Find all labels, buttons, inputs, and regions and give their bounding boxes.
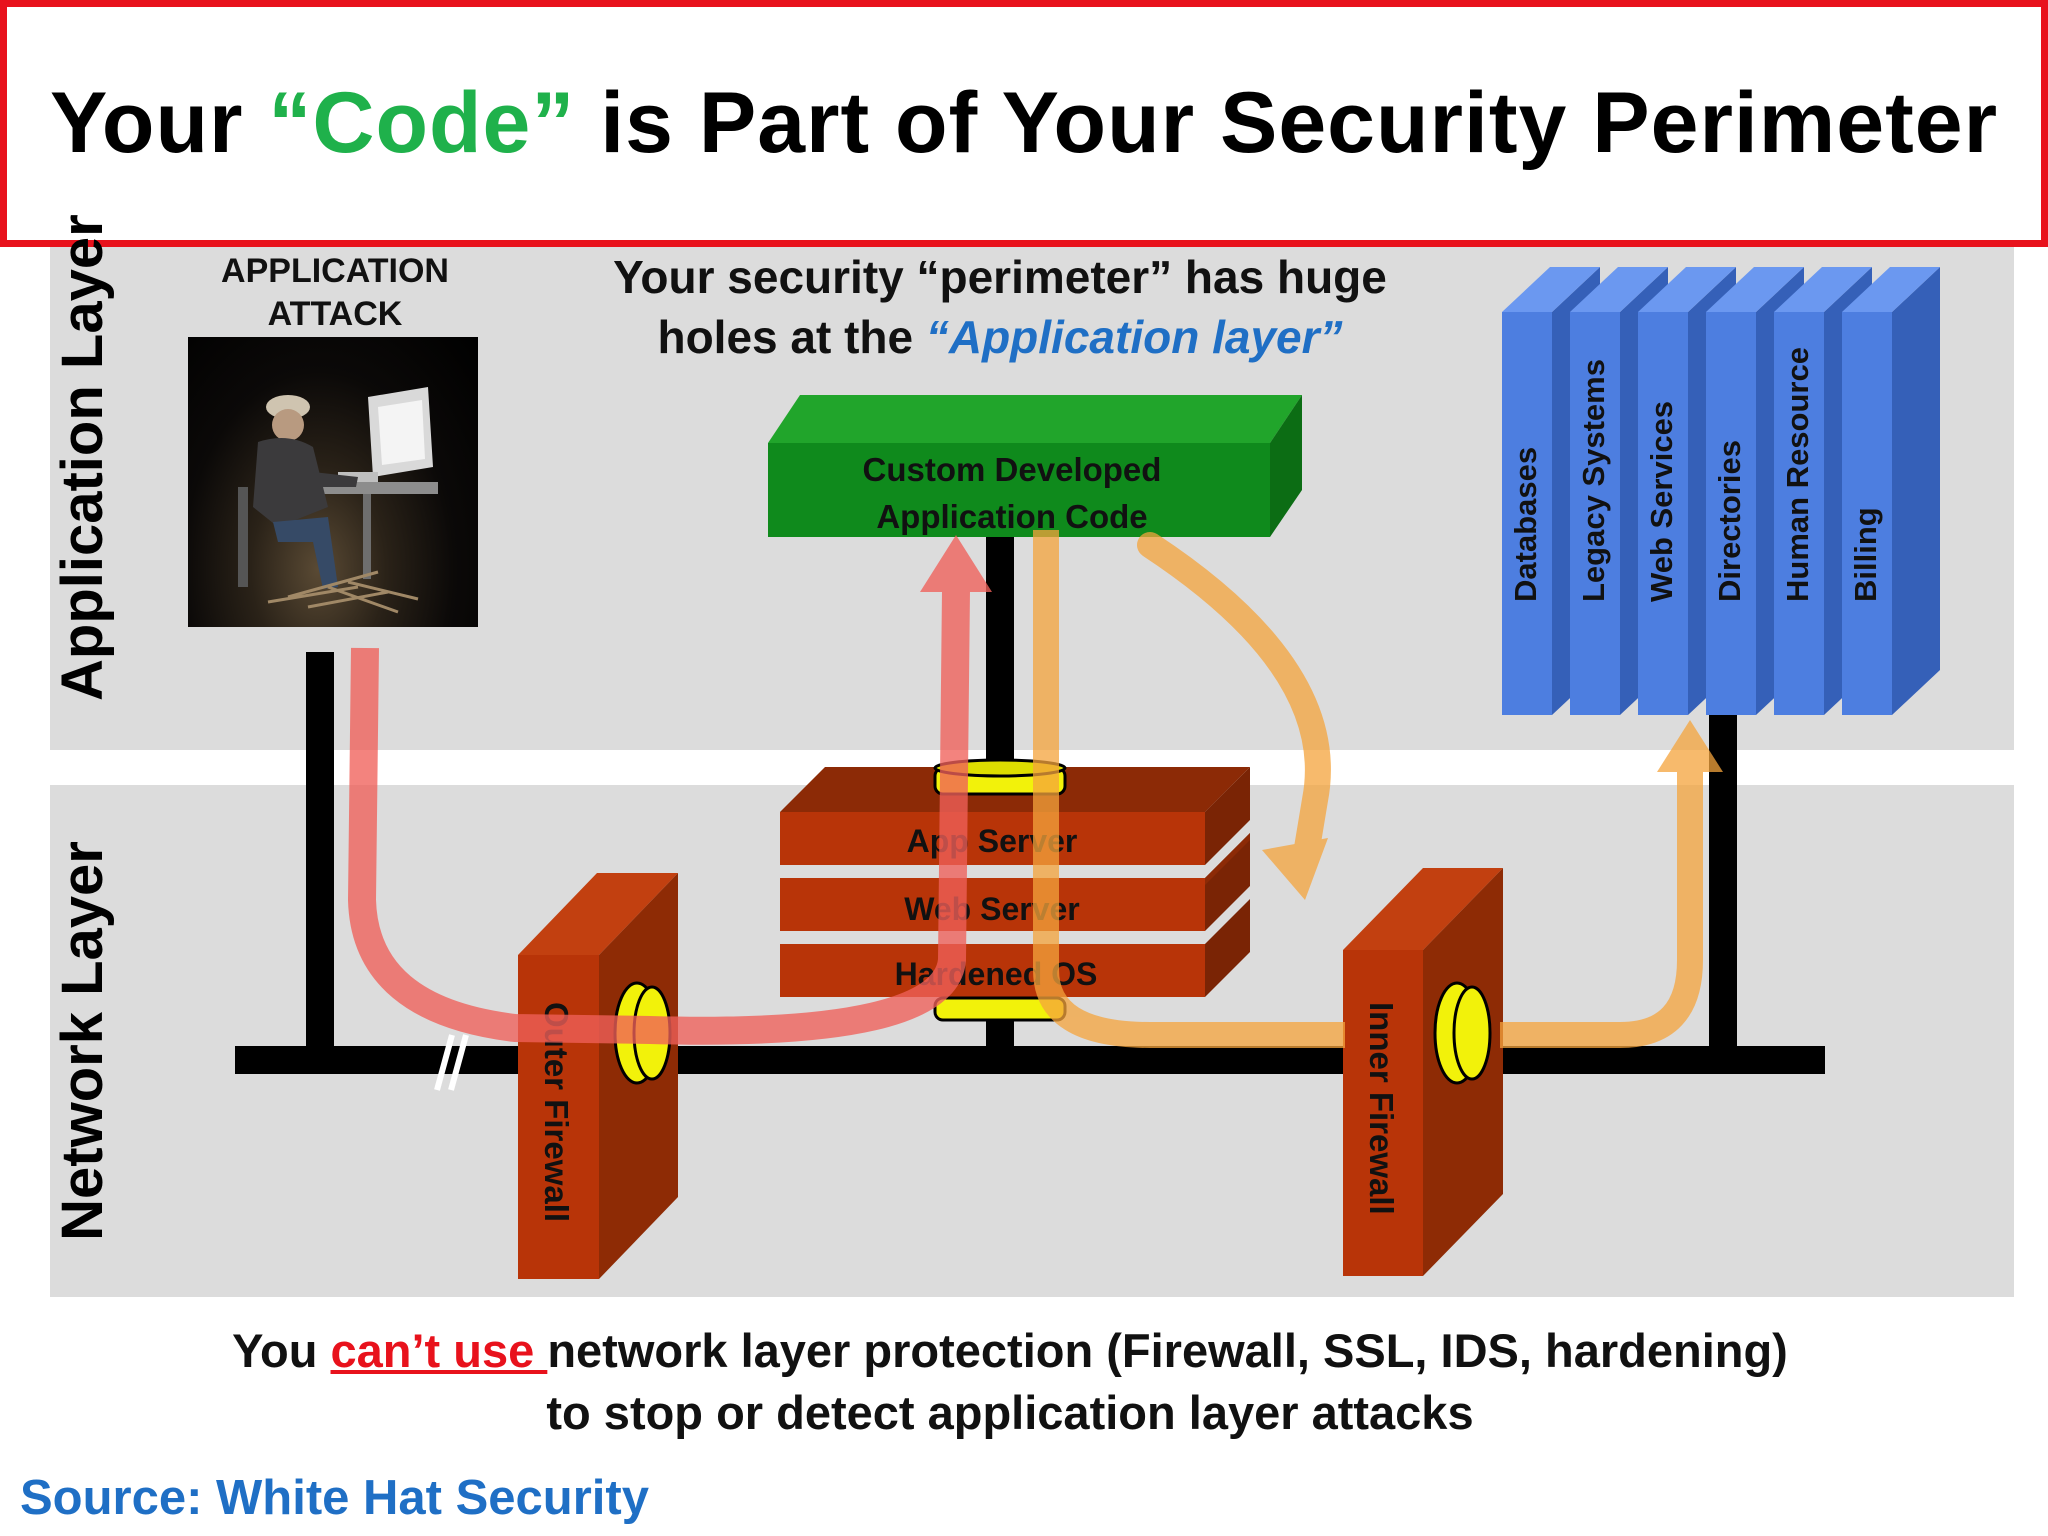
data-flow-backend-line xyxy=(1500,770,1703,1048)
attack-path-arrow xyxy=(348,535,992,1045)
holes-line2: holes at the “Application layer” xyxy=(560,307,1440,367)
backend-label: Legacy Systems xyxy=(1576,359,1611,602)
title-part1: Your xyxy=(49,75,269,171)
ssl-break-mark-2 xyxy=(448,1034,469,1091)
data-flow-down-line xyxy=(1033,530,1345,1048)
footer-statement: You can’t use network layer protection (… xyxy=(120,1320,1900,1444)
backend-label: Human Resource xyxy=(1780,347,1815,602)
inner-firewall: Inner Firewall xyxy=(1343,868,1503,1276)
backend-label: Directories xyxy=(1712,440,1747,602)
backend-label: Databases xyxy=(1508,447,1543,602)
title-part2: is Part of Your Security Perimeter xyxy=(575,75,1999,171)
data-flow-curve-arrowhead xyxy=(1262,838,1328,900)
person-at-computer-photo xyxy=(188,337,478,627)
application-attack-label: APPLICATION ATTACK xyxy=(200,250,470,336)
holes-line2-highlight: “Application layer” xyxy=(925,311,1343,363)
server-stack: App Server Web Server Hardened OS xyxy=(780,767,1250,997)
footer-line1-prefix: You xyxy=(232,1324,331,1377)
title-highlight: “Code” xyxy=(268,75,576,171)
backend-label: Billing xyxy=(1848,507,1883,602)
inner-firewall-label: Inner Firewall xyxy=(1363,1002,1400,1215)
backend-systems: Databases Legacy Systems Web Services Direc… xyxy=(1502,267,1940,715)
custom-code-line2: Application Code xyxy=(876,498,1147,535)
attack-arrowhead xyxy=(920,535,992,592)
backend-slab-billing: Billing xyxy=(1842,267,1940,715)
data-flow-arrows xyxy=(1033,530,1723,1048)
attack-label-line1: APPLICATION xyxy=(221,252,449,290)
footer-line2: to stop or detect application layer atta… xyxy=(546,1386,1474,1439)
ssl-break-mark-1 xyxy=(434,1034,455,1091)
server-slab-os: Hardened OS xyxy=(780,899,1250,997)
backend-label: Web Services xyxy=(1644,401,1679,602)
custom-code-block: Custom Developed Application Code xyxy=(768,395,1302,537)
slide-title: Your “Code” is Part of Your Security Per… xyxy=(50,74,1998,173)
custom-code-line1: Custom Developed xyxy=(863,451,1162,488)
footer-line1-rest: network layer protection (Firewall, SSL,… xyxy=(547,1324,1788,1377)
data-flow-curve-line xyxy=(1137,532,1331,873)
source-credit: Source: White Hat Security xyxy=(20,1471,649,1525)
footer-line1-highlight: can’t use xyxy=(330,1324,548,1377)
network-wiring xyxy=(235,535,1825,1091)
holes-line1: Your security “perimeter” has huge xyxy=(613,251,1387,303)
holes-callout: Your security “perimeter” has huge holes… xyxy=(560,247,1440,367)
server-slab-web: Web Server xyxy=(780,833,1250,931)
ssl-ring-inner xyxy=(1433,981,1492,1085)
attack-label-line2: ATTACK xyxy=(267,295,403,333)
holes-line2-prefix: holes at the xyxy=(657,311,926,363)
footer-line1: You can’t use network layer protection (… xyxy=(120,1320,1900,1382)
data-flow-backend-arrowhead xyxy=(1657,720,1723,772)
title-box: Your “Code” is Part of Your Security Per… xyxy=(0,0,2048,247)
